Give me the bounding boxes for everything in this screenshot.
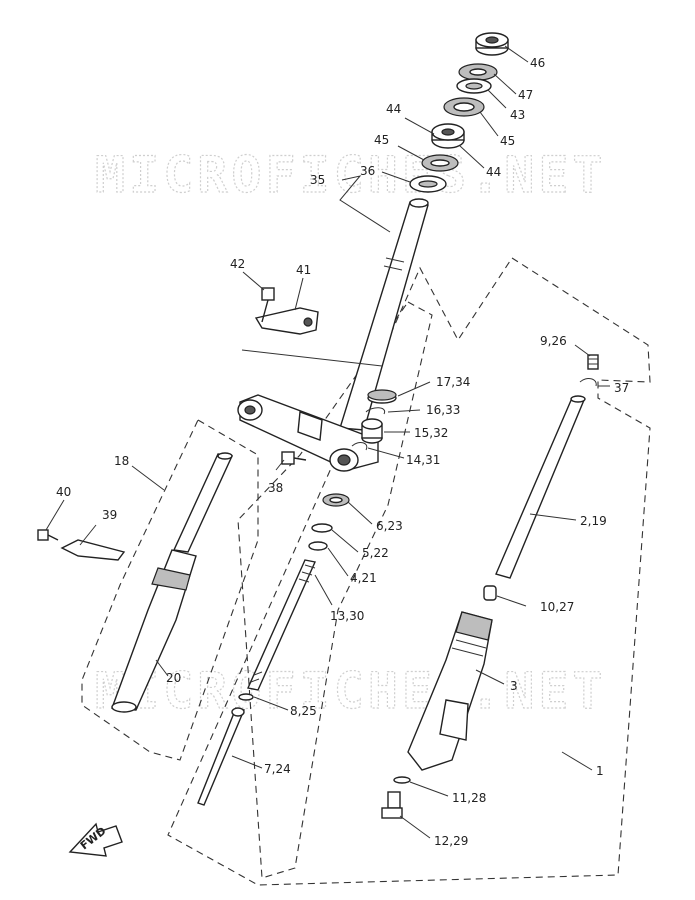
label-11-28: 11,28 [452,791,486,805]
oil-lock-10-27 [483,585,497,601]
label-45-right: 45 [500,134,515,148]
label-42: 42 [230,257,245,271]
label-6-23: 6,23 [376,519,403,533]
label-18: 18 [114,454,129,468]
label-20: 20 [166,671,181,685]
dust-seal-36 [409,175,447,193]
leader-lines [45,45,610,839]
label-15-32: 15,32 [414,426,448,440]
bolt-42 [261,287,275,323]
label-8-25: 8,25 [290,704,317,718]
callout-labels: 46 47 43 45 44 44 45 36 35 42 41 9,26 37… [56,56,629,848]
damper-bolt-12-29 [381,791,403,819]
washer-14-31 [351,442,368,451]
label-14-31: 14,31 [406,453,440,467]
label-37: 37 [614,381,629,395]
bolt-38 [281,451,307,465]
circlip-16-33 [365,407,386,415]
label-45-left: 45 [374,133,389,147]
seat-8-25 [238,693,254,701]
label-46: 46 [530,56,545,70]
cap-bolt-9-26 [587,354,599,370]
label-12-29: 12,29 [434,834,468,848]
label-2-19: 2,19 [580,514,607,528]
label-44-left: 44 [386,102,401,116]
label-7-24: 7,24 [264,762,291,776]
left-inner-tube-18 [172,452,234,553]
group-outline-left-fork [81,419,259,761]
label-47: 47 [518,88,533,102]
bearing-45-bottom [421,154,459,172]
outer-tube-3 [407,611,493,771]
label-40: 40 [56,485,71,499]
label-41: 41 [296,263,311,277]
label-39: 39 [102,508,117,522]
label-16-33: 16,33 [426,403,460,417]
fwd-arrow-icon: FWD [68,822,123,857]
label-38: 38 [268,481,283,495]
hose-holder-41 [254,307,319,335]
label-36: 36 [360,164,375,178]
watermark-top: MICROFICHES.NET [95,146,607,204]
label-44-right: 44 [486,165,501,179]
lock-washer-47 [458,63,498,81]
piston-ring-4-21 [308,541,328,551]
oil-seal-15-32 [361,418,383,444]
label-13-30: 13,30 [330,609,364,623]
washer-11-28 [393,776,411,784]
label-9-26: 9,26 [540,334,567,348]
washer-5-22 [311,523,333,533]
bolt-40 [37,529,59,541]
bushing-6-23 [322,493,350,507]
ring-nut-43 [456,78,492,94]
steering-stem-35 [237,198,429,472]
inner-tube-2-19 [495,395,586,579]
label-4-21: 4,21 [350,571,377,585]
bracket-39 [60,539,126,561]
label-5-22: 5,22 [362,546,389,560]
dust-seal-17-34 [367,389,397,404]
stem-nut-46 [475,32,509,56]
spring-13-30 [247,559,316,691]
bearing-45-top [443,97,485,117]
group-outline-inner-tube [237,301,433,879]
left-outer-tube-20 [111,549,197,713]
label-43: 43 [510,108,525,122]
circlip-37 [579,378,597,387]
race-44-top [431,123,465,149]
label-3: 3 [510,679,518,693]
group-outline-right-fork [167,257,651,886]
watermark-bottom: MICROFICHES.NET [95,662,607,720]
label-35: 35 [310,173,325,187]
label-17-34: 17,34 [436,375,470,389]
label-1: 1 [596,764,604,778]
damper-rod-7-24 [197,707,245,806]
label-10-27: 10,27 [540,600,574,614]
